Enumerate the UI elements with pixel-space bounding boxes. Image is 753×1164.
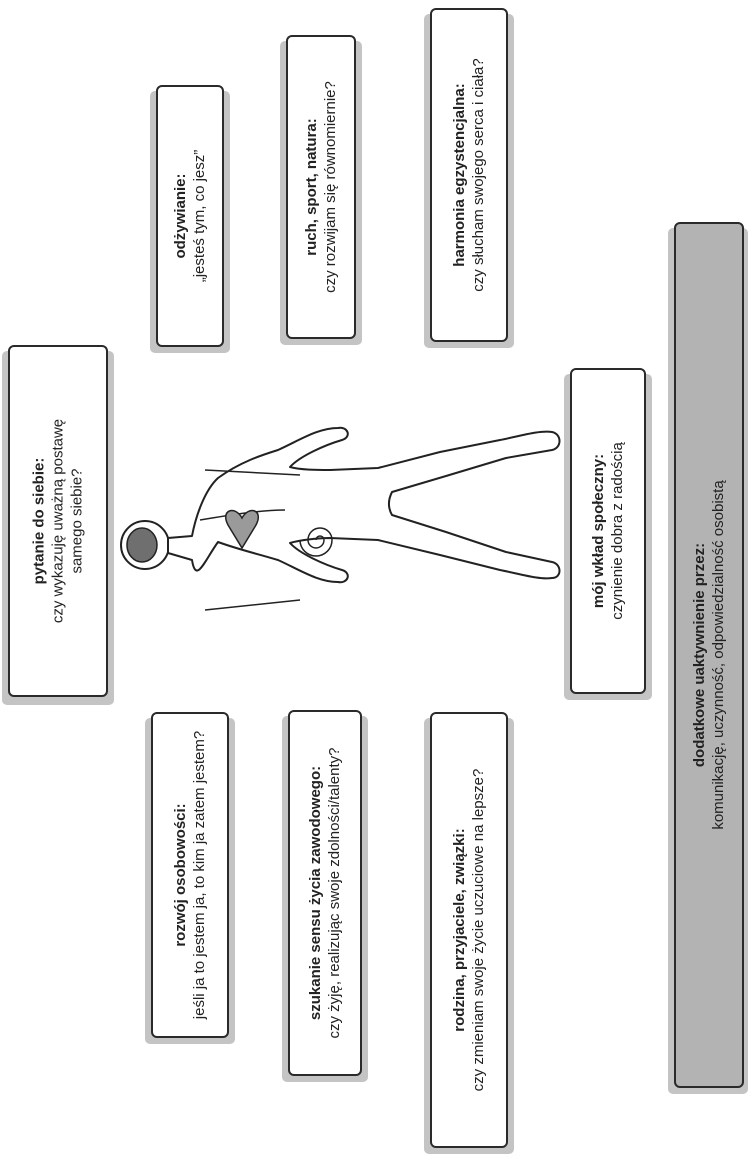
card-title: rodzina, przyjaciele, związki: (451, 828, 468, 1032)
card-odzywianie: odżywianie: „jesteś tym, co jesz” (148, 85, 230, 353)
card-pytanie-do-siebie: pytanie do siebie: czy wykazuję uważną p… (0, 345, 114, 705)
card-rozwoj-osobowosci: rozwój osobowości: jeśli ja to jestem ja… (143, 712, 235, 1044)
card-text: ruch, sport, natura: czy rozwijam się ró… (302, 81, 340, 293)
card-line: czy zmieniam swoje życie uczuciowe na le… (470, 768, 487, 1092)
card-text: harmonia egzystencjalna: czy słucham swo… (450, 58, 488, 291)
card-line: czynienie dobra z radością (609, 442, 626, 620)
card-moj-wklad-spoleczny: mój wkład społeczny: czynienie dobra z r… (562, 368, 652, 700)
card-box: dodatkowe uaktywnienie przez: komunikacj… (674, 222, 744, 1088)
card-szukanie-sensu: szukanie sensu życia zawodowego: czy żyj… (280, 710, 368, 1082)
spiral-shape (299, 527, 333, 557)
head-brain-highlight (126, 527, 158, 563)
torso-line (199, 509, 286, 521)
card-title: szukanie sensu życia zawodowego: (307, 765, 324, 1021)
card-line: czy żyję, realizując swoje zdolności/tal… (326, 747, 343, 1039)
card-ruch-sport-natura: ruch, sport, natura: czy rozwijam się ró… (278, 35, 362, 345)
card-line: czy wykazuję uważną postawę (49, 418, 67, 624)
card-text: szukanie sensu życia zawodowego: czy żyj… (306, 748, 344, 1039)
card-title: ruch, sport, natura: (303, 118, 320, 256)
card-box: rodzina, przyjaciele, związki: czy zmien… (430, 712, 508, 1148)
card-box: szukanie sensu życia zawodowego: czy żyj… (288, 710, 362, 1076)
card-rodzina: rodzina, przyjaciele, związki: czy zmien… (422, 712, 514, 1154)
arm-line-upper (204, 469, 301, 476)
card-text: rozwój osobowości: jeśli ja to jestem ja… (171, 731, 209, 1019)
card-text: odżywianie: „jesteś tym, co jesz” (171, 150, 209, 283)
card-title: rozwój osobowości: (172, 803, 189, 947)
card-title: dodatkowe uaktywnienie przez: (691, 542, 708, 768)
heart-shape (225, 509, 259, 550)
card-line: czy słucham swojego serca i ciała? (470, 58, 487, 292)
card-box: harmonia egzystencjalna: czy słucham swo… (430, 8, 508, 342)
card-title: odżywianie: (172, 173, 189, 259)
card-title: harmonia egzystencjalna: (451, 83, 468, 267)
card-title: mój wkład społeczny: (590, 453, 607, 609)
card-line: czy rozwijam się równomiernie? (322, 81, 339, 293)
card-text: pytanie do siebie: czy wykazuję uważną p… (30, 419, 87, 623)
card-line: „jesteś tym, co jesz” (191, 149, 208, 283)
arm-line-lower (204, 599, 301, 611)
body-outline (167, 426, 561, 584)
card-box: rozwój osobowości: jeśli ja to jestem ja… (151, 712, 229, 1038)
card-dodatkowe-uaktywnienie: dodatkowe uaktywnienie przez: komunikacj… (668, 222, 748, 1094)
card-text: mój wkład społeczny: czynienie dobra z r… (589, 442, 627, 620)
card-line: jeśli ja to jestem ja, to kim ja zatem j… (191, 730, 208, 1020)
card-box: pytanie do siebie: czy wykazuję uważną p… (8, 345, 108, 697)
card-title: pytanie do siebie: (30, 457, 48, 585)
card-text: rodzina, przyjaciele, związki: czy zmien… (450, 769, 488, 1092)
human-body-figure (120, 426, 561, 611)
card-line: samego siebie? (68, 468, 86, 574)
card-line: komunikację, uczynność, odpowiedzialność… (710, 480, 727, 830)
card-harmonia-egzystencjalna: harmonia egzystencjalna: czy słucham swo… (422, 8, 514, 348)
card-box: odżywianie: „jesteś tym, co jesz” (156, 85, 224, 347)
card-box: mój wkład społeczny: czynienie dobra z r… (570, 368, 646, 694)
card-box: ruch, sport, natura: czy rozwijam się ró… (286, 35, 356, 339)
card-text: dodatkowe uaktywnienie przez: komunikacj… (690, 480, 728, 829)
